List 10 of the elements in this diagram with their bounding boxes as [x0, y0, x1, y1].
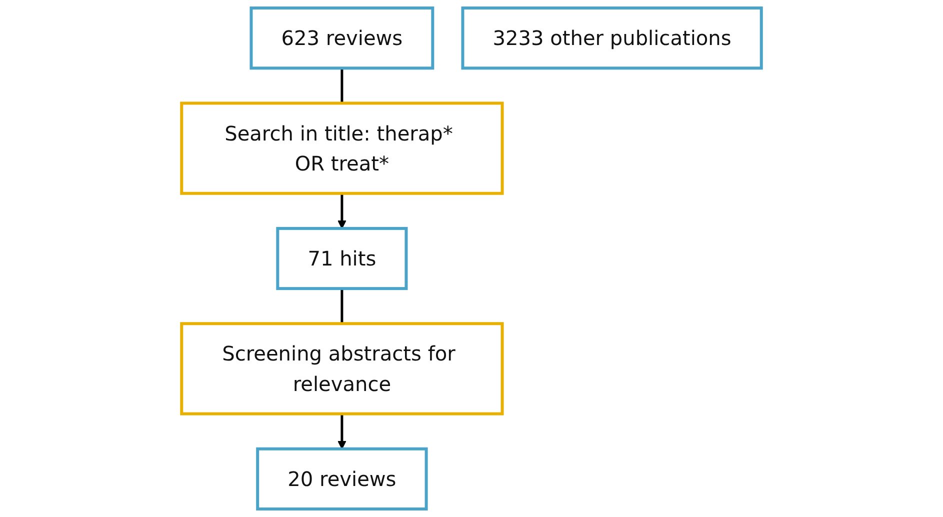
node-box: 20 reviews: [256, 447, 428, 510]
node-box: Screening abstracts for relevance: [180, 322, 504, 416]
node-box: Search in title: therap* OR treat*: [180, 102, 504, 195]
arrow: [338, 414, 346, 450]
connector: [340, 68, 344, 104]
node-box: 3233 other publications: [461, 6, 763, 70]
node-box: 623 reviews: [250, 6, 434, 70]
connector: [340, 288, 344, 324]
arrow: [338, 193, 346, 229]
node-box: 71 hits: [276, 226, 408, 290]
